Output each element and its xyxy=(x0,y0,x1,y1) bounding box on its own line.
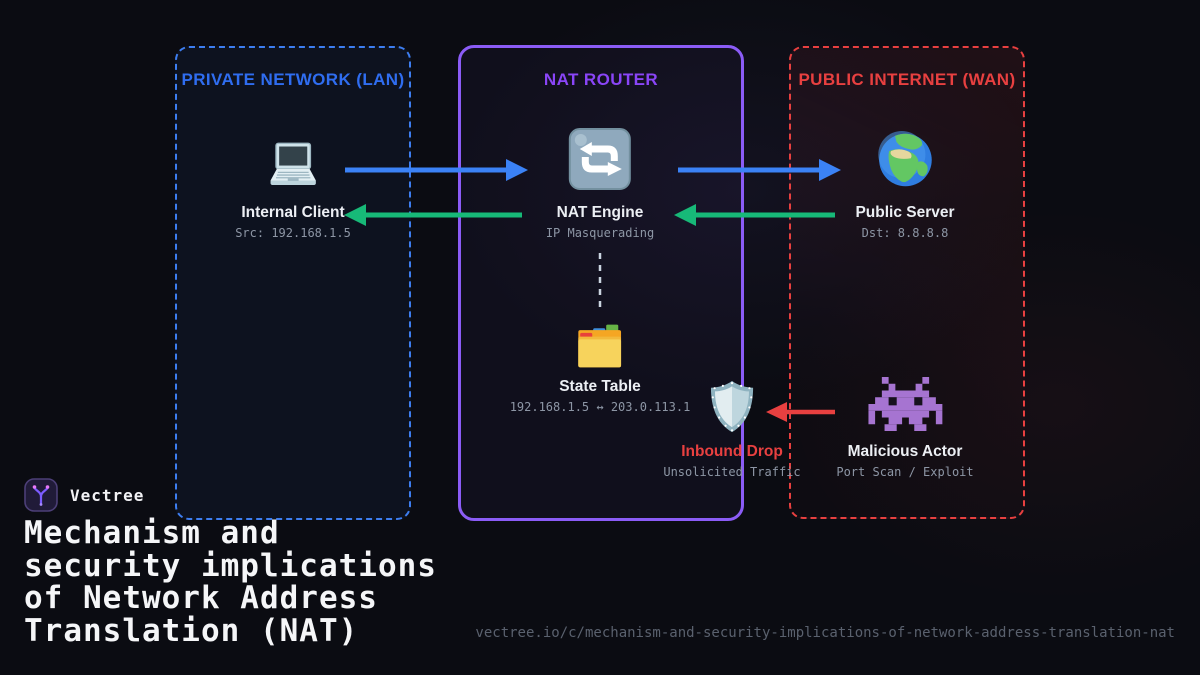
node-label: Malicious Actor xyxy=(847,443,963,460)
alien-invader-icon xyxy=(867,377,943,431)
card-index-dividers-icon xyxy=(578,324,622,368)
node-label: Internal Client xyxy=(241,204,345,221)
node-sublabel: 192.168.1.5 ↔ 203.0.113.1 xyxy=(509,400,691,414)
node-sublabel: IP Masquerading xyxy=(545,226,655,240)
node-internal-client: Internal Client Src: 192.168.1.5 xyxy=(235,137,351,240)
zone-wan-title: PUBLIC INTERNET (WAN) xyxy=(798,70,1016,89)
node-sublabel: Src: 192.168.1.5 xyxy=(235,226,351,240)
title-line-3: of Network Address xyxy=(24,580,378,616)
zone-private-network-lan: PRIVATE NETWORK (LAN) xyxy=(175,46,411,520)
brand-bar: Vectree xyxy=(24,478,144,512)
node-malicious-actor: Malicious Actor Port Scan / Exploit xyxy=(836,377,974,479)
title-line-4: Translation (NAT) xyxy=(24,612,359,649)
zone-nat-title: NAT ROUTER xyxy=(543,70,659,89)
node-state-table: State Table 192.168.1.5 ↔ 203.0.113.1 xyxy=(509,319,691,414)
node-label: Inbound Drop xyxy=(681,443,783,460)
node-label: State Table xyxy=(559,378,641,395)
title-line-1: Mechanism and xyxy=(24,515,280,551)
node-public-server: Public Server Dst: 8.8.8.8 xyxy=(855,131,955,240)
zone-public-internet-wan: PUBLIC INTERNET (WAN) xyxy=(789,46,1025,519)
brand-name: Vectree xyxy=(70,485,145,505)
node-label: NAT Engine xyxy=(556,204,644,221)
node-sublabel: Port Scan / Exploit xyxy=(836,465,974,479)
page-title: Mechanism and security implications of N… xyxy=(24,517,437,647)
globe-icon xyxy=(877,131,932,187)
shield-icon xyxy=(710,380,754,433)
node-nat-engine: NAT Engine IP Masquerading xyxy=(546,127,654,240)
node-inbound-drop: Inbound Drop Unsolicited Traffic xyxy=(663,379,801,479)
node-sublabel: Unsolicited Traffic xyxy=(663,465,801,479)
title-line-2: security implications xyxy=(24,547,437,584)
node-label: Public Server xyxy=(855,204,955,221)
laptop-icon xyxy=(270,142,316,186)
node-sublabel: Dst: 8.8.8.8 xyxy=(861,226,949,240)
vectree-logo-icon xyxy=(24,478,58,512)
cycle-arrows-icon xyxy=(569,128,631,190)
zone-lan-title: PRIVATE NETWORK (LAN) xyxy=(181,70,405,89)
page-url: vectree.io/c/mechanism-and-security-impl… xyxy=(475,625,1175,641)
